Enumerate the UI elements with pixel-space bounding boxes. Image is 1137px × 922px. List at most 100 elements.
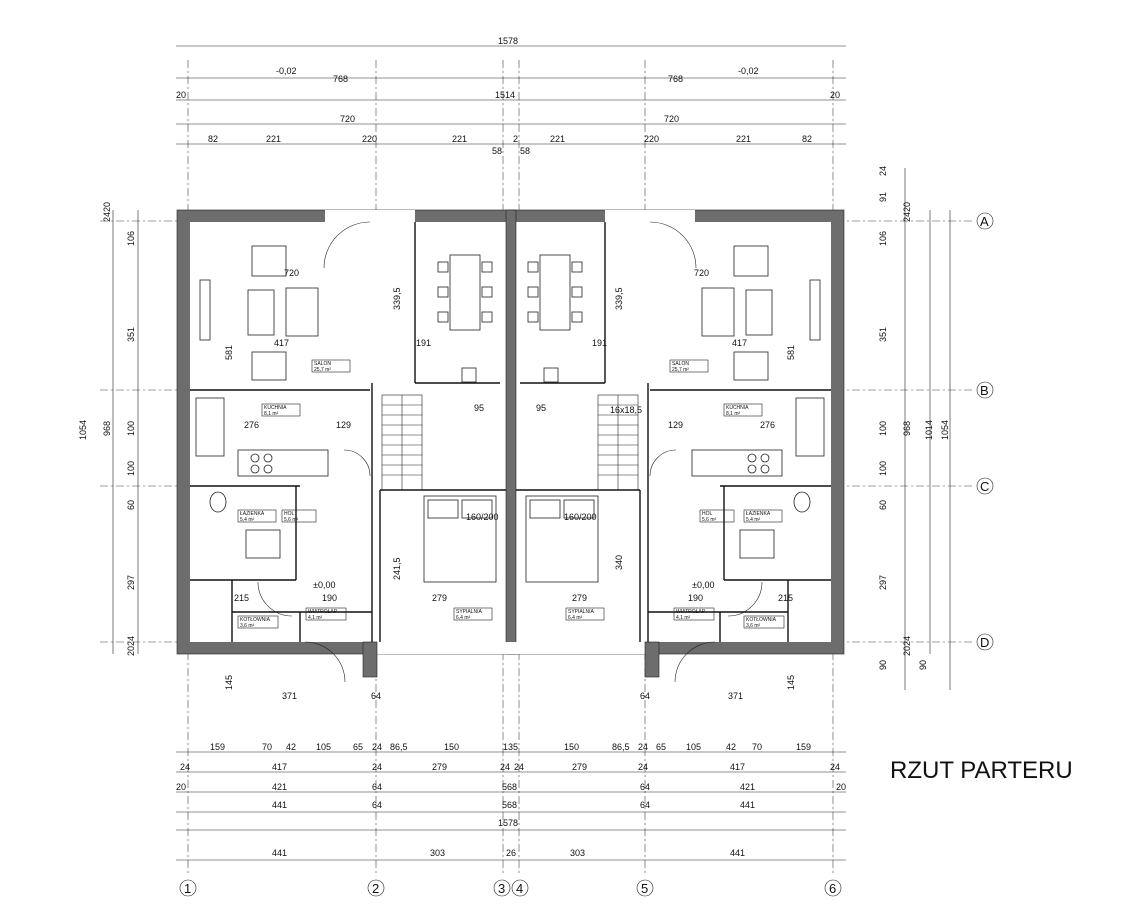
axis-303-left: 303 [430,848,445,858]
axis-bubble-D: D [980,635,989,650]
dim-overall-bottom: 1578 [498,818,518,828]
dim-720-int-left: 720 [284,268,299,278]
room-area-wind-right: 4,1 m² [676,615,691,621]
bot4-64-left: 64 [372,800,382,810]
bot1-24-left: 24 [372,742,382,752]
bed-size-right: 160/200 [564,512,597,522]
bot2-279-right: 279 [572,762,587,772]
dim-215-right: 215 [778,593,793,603]
door-swings [257,221,763,683]
room-label-bedroom-left: SYPIALNIA [456,609,483,615]
bot1-42-right: 42 [726,742,736,752]
bot3-421-right: 421 [740,782,755,792]
bot1-65-left: 65 [353,742,363,752]
dim-top-82-right: 82 [802,134,812,144]
dim-417-right: 417 [732,338,747,348]
axis-bubbles: 1 2 3 4 5 6 A B C D [179,212,994,897]
dim-339-left: 339,5 [392,287,402,310]
axis-bubble-3: 3 [498,881,505,896]
right-106: 106 [878,231,888,246]
right-1054: 1054 [940,420,950,440]
room-area-hall-right: 5,6 m² [702,517,717,523]
bot2-417-left: 417 [272,762,287,772]
axis-441-left: 441 [272,848,287,858]
room-area-living-left: 25,7 m² [314,367,331,373]
bot2-24-c: 24 [500,762,510,772]
axis-bubble-A: A [980,214,989,229]
right-2420: 2420 [902,202,912,222]
room-label-living-right: SALON [672,361,689,367]
interior-partitions [190,222,831,642]
bot1-159-left: 159 [210,742,225,752]
dim-581-right: 581 [786,345,796,360]
room-label-bedroom-right: SYPIALNIA [568,609,595,615]
dim-279-bed-left: 279 [432,593,447,603]
room-labels: SALON 25,7 m² KUCHNIA 8,1 m² SYPIALNIA 6… [237,359,785,629]
right-351: 351 [878,327,888,342]
dim-top-720-right: 720 [664,114,679,124]
room-area-boiler-left: 3,6 m² [240,623,255,629]
room-label-wind-right: WIATROŁAP [676,609,706,615]
room-area-bedroom-right: 6,4 m² [568,615,583,621]
bot1-865-left: 86,5 [390,742,408,752]
dim-339-right: 339,5 [614,287,624,310]
furniture [195,245,825,583]
right-968: 968 [902,421,912,436]
dim-58-left: 58 [492,146,502,156]
bot2-24-d: 24 [514,762,524,772]
bot2-24-a: 24 [180,762,190,772]
room-label-kitchen-right: KUCHNIA [726,405,749,411]
bot1-24-right: 24 [638,742,648,752]
dim-2415: 241,5 [392,557,402,580]
room-area-bath-left: 5,4 m² [240,517,255,523]
right-91: 91 [878,192,888,202]
bot1-42-left: 42 [286,742,296,752]
bot2-417-right: 417 [730,762,745,772]
dim-145-right: 145 [786,675,796,690]
bot1-865-right: 86,5 [612,742,630,752]
bot4-441-right: 441 [740,800,755,810]
dim-top-221-c: 221 [550,134,565,144]
bot3-64-left: 64 [372,782,382,792]
right-60: 60 [878,500,888,510]
room-area-bedroom-left: 6,4 m² [456,615,471,621]
right-90-a: 90 [878,660,888,670]
stairs-size: 16x18,5 [610,405,642,415]
right-24: 24 [878,166,888,176]
dim-191-right: 191 [592,338,607,348]
dim-58-right: 58 [520,146,530,156]
bot1-150-right: 150 [564,742,579,752]
left-2024: 2024 [126,636,136,656]
dim-top-220-left: 220 [362,134,377,144]
axis-bubble-C: C [980,479,989,494]
left-968: 968 [102,421,112,436]
level-top-right: -0,02 [738,66,759,76]
dimension-lines [112,45,951,861]
room-label-wind-left: WIATROŁAP [308,609,338,615]
room-area-boiler-right: 3,6 m² [746,623,761,629]
room-label-living-left: SALON [314,361,331,367]
dim-64-right: 64 [640,691,650,701]
dim-581-left: 581 [224,345,234,360]
right-100-b: 100 [878,461,888,476]
room-label-hall-left: HOL [284,511,295,517]
level-top-left: -0,02 [276,66,297,76]
bot1-159-right: 159 [796,742,811,752]
left-1054: 1054 [78,420,88,440]
dim-top-221-b: 221 [452,134,467,144]
left-297: 297 [126,575,136,590]
dim-top-20-left: 20 [176,90,186,100]
dim-145-left: 145 [224,675,234,690]
dim-129-left: 129 [336,420,351,430]
room-area-hall-left: 5,6 m² [284,517,299,523]
bot3-20-left: 20 [176,782,186,792]
left-2420: 2420 [102,202,112,222]
dim-64-left: 64 [371,691,381,701]
dim-top-221-d: 221 [736,134,751,144]
bot1-150-left: 150 [444,742,459,752]
room-area-wind-left: 4,1 m² [308,615,323,621]
bot2-24-b: 24 [372,762,382,772]
room-area-kitchen-right: 8,1 m² [726,411,741,417]
dim-top-82-left: 82 [208,134,218,144]
